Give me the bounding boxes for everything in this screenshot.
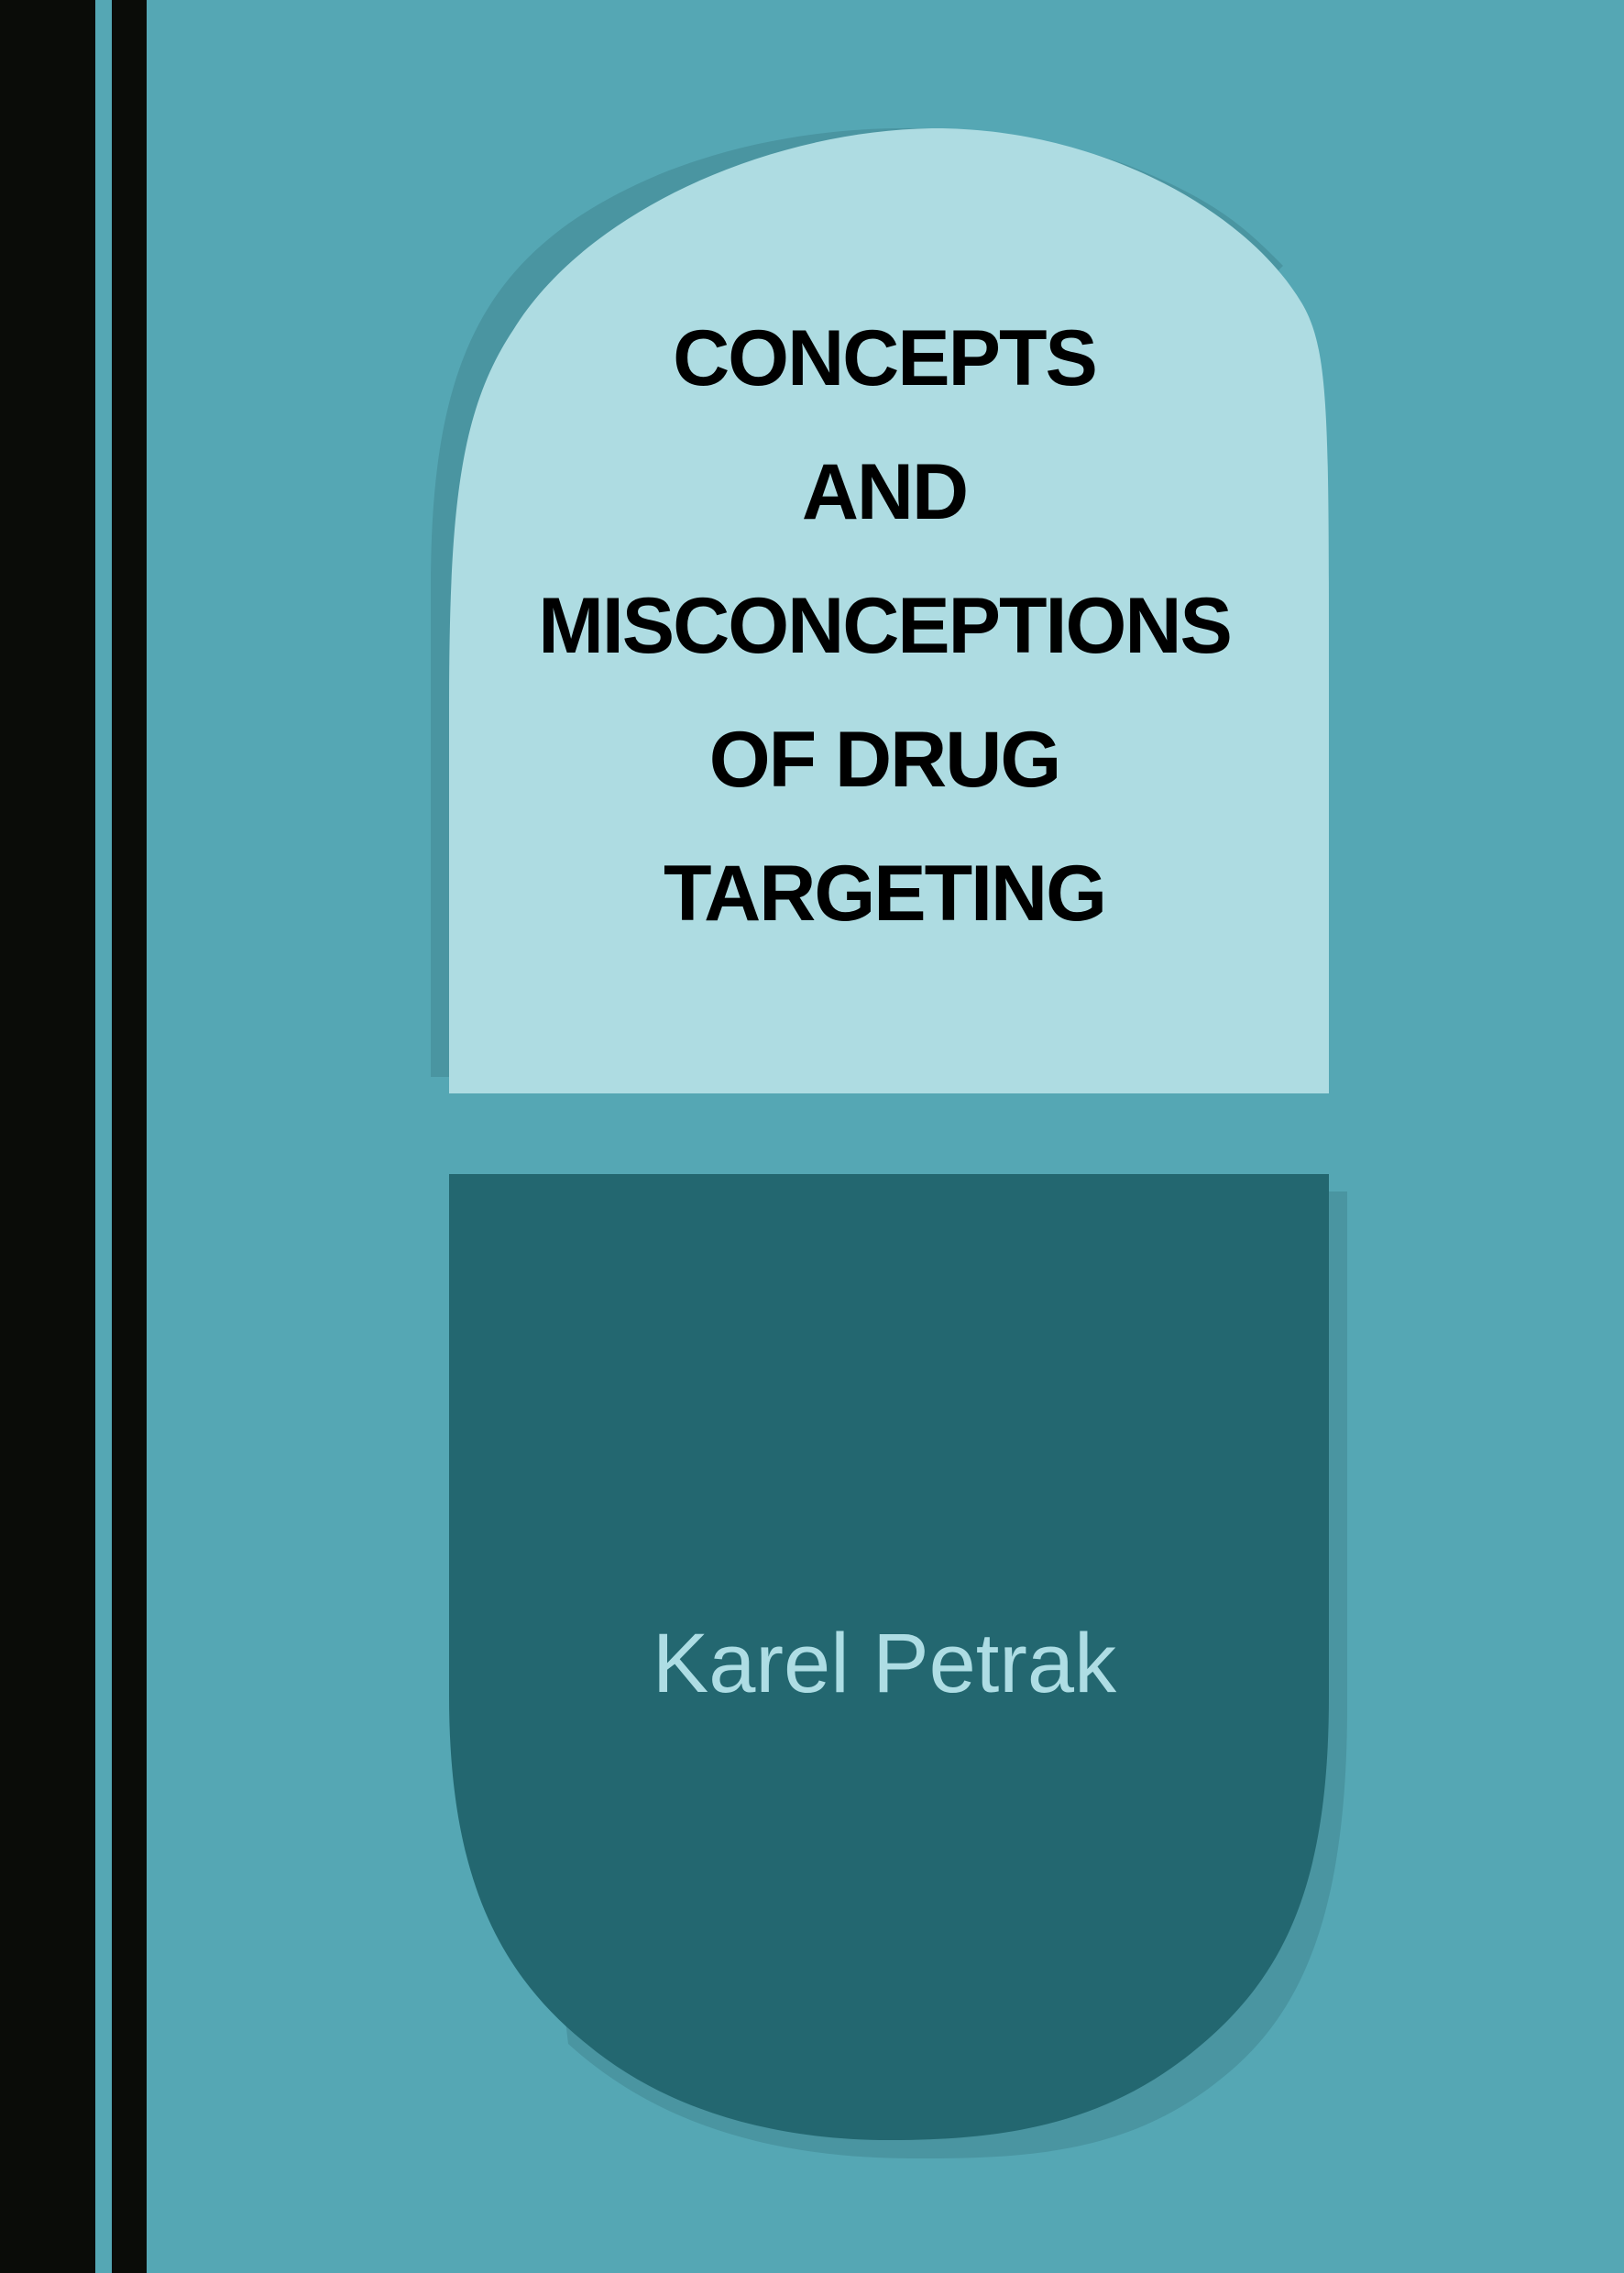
title-line: TARGETING (663, 850, 1107, 938)
title-line: MISCONCEPTIONS (538, 582, 1233, 670)
pill-top-half (449, 128, 1329, 1093)
title-line: AND (801, 448, 969, 536)
pill-bottom-half (449, 1174, 1329, 2140)
spine-bar (0, 0, 95, 2273)
title-line: OF DRUG (708, 716, 1062, 804)
book-title: CONCEPTS AND MISCONCEPTIONS OF DRUG TARG… (431, 291, 1338, 961)
title-line: CONCEPTS (673, 314, 1098, 402)
spine-stripe (95, 0, 112, 2273)
author-name: Karel Petrak (652, 1617, 1117, 1710)
spine-bar-inner (112, 0, 147, 2273)
